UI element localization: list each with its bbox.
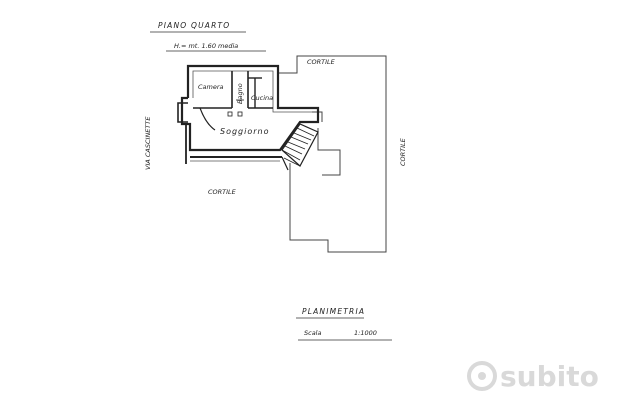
- cortile-bottom-label: CORTILE: [208, 188, 237, 196]
- apartment-inner-wall: [192, 70, 312, 113]
- camera-door-arc: [199, 107, 216, 131]
- floor-title: PIANO QUARTO: [158, 21, 230, 30]
- watermark-brand: subito: [500, 360, 599, 393]
- scale-value: 1:1000: [354, 329, 377, 337]
- entry-mark-2: [237, 111, 243, 117]
- courtyard-step: [312, 111, 323, 122]
- planimetria-title: PLANIMETRIA: [302, 307, 365, 316]
- subito-logo-icon: [467, 361, 497, 391]
- room-cucina: Cucina: [251, 94, 273, 102]
- cortile-top-label: CORTILE: [307, 58, 336, 66]
- room-camera: Camera: [198, 83, 224, 91]
- scale-label: Scala: [304, 329, 321, 337]
- left-bay: [177, 102, 188, 123]
- courtyard-notch: [317, 128, 341, 176]
- courtyard-outline: [278, 55, 387, 253]
- height-note: H.= mt. 1.60 media: [174, 42, 238, 50]
- cortile-right-label: CORTILE: [399, 137, 407, 166]
- room-soggiorno: Soggiorno: [220, 127, 270, 136]
- staircase-steps: [281, 127, 315, 167]
- street-label: VIA CASCINETTE: [144, 116, 152, 170]
- stair-landing: [281, 156, 289, 171]
- apartment-outer-wall: [180, 64, 320, 152]
- entry-mark: [227, 111, 233, 117]
- staircase: [281, 123, 319, 167]
- room-bagno: Bagno: [236, 83, 244, 104]
